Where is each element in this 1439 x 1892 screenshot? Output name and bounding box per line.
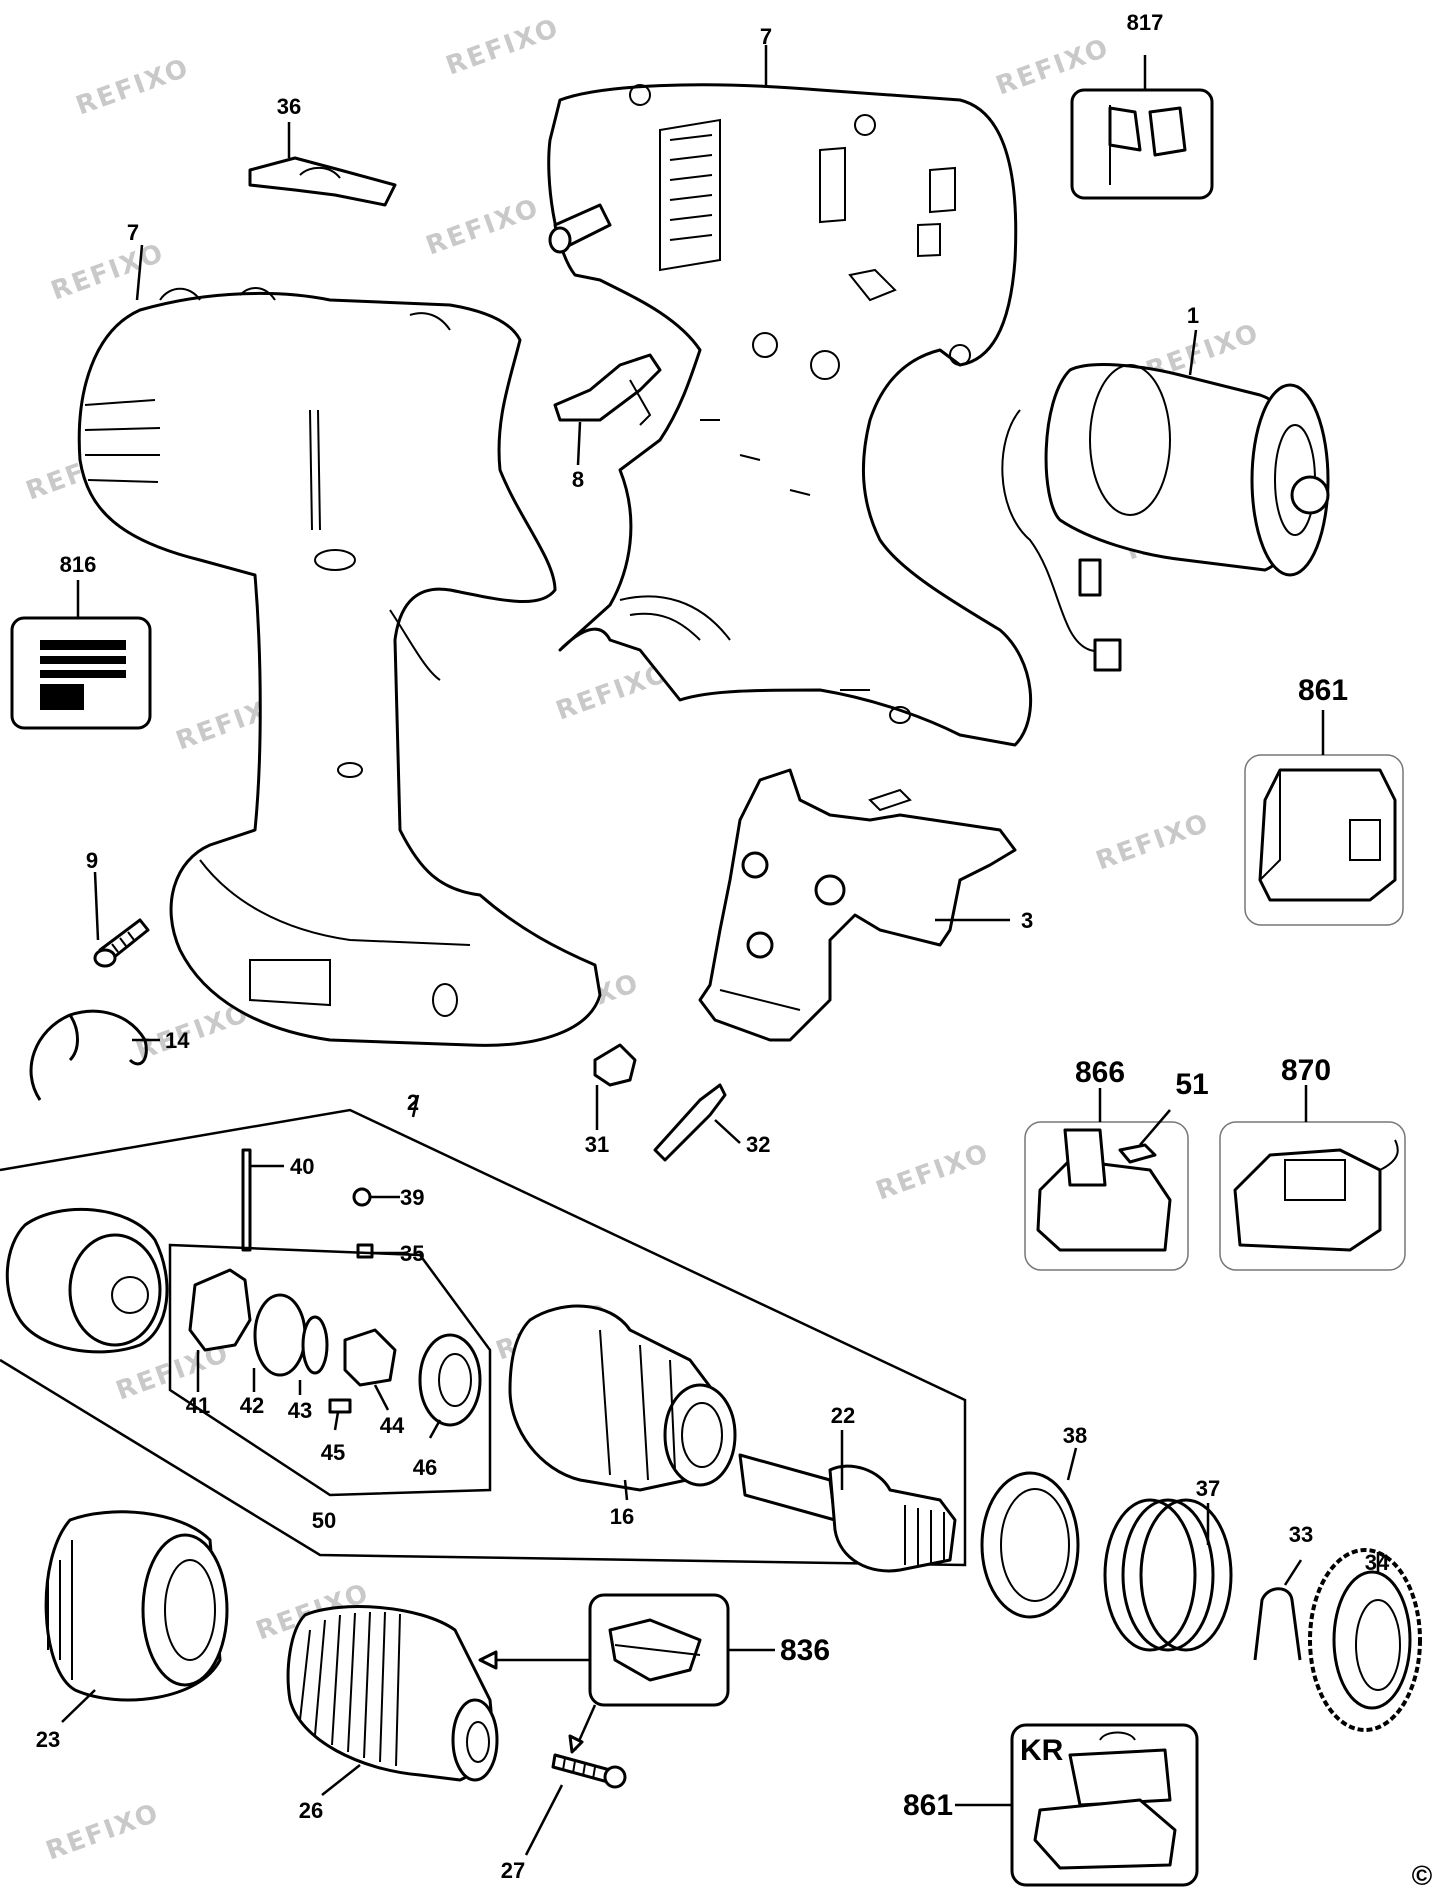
part-label: 34 (1365, 1550, 1390, 1575)
rod-40 (241, 1148, 252, 1252)
watermark: REFIXO (72, 53, 194, 122)
clip-31 (593, 1043, 637, 1087)
watermark: REFIXO (42, 1798, 164, 1867)
part-label: 44 (380, 1413, 405, 1438)
part-label: 46 (413, 1455, 437, 1480)
part-label: 45 (321, 1440, 345, 1465)
part-label: 3 (1021, 908, 1033, 933)
part-label: 817 (1127, 10, 1164, 35)
motor-1 (1001, 363, 1330, 672)
part-label: 870 (1281, 1054, 1331, 1087)
screw-9 (93, 918, 150, 968)
spring-clip-14 (29, 1009, 148, 1101)
part-label: 50 (312, 1508, 336, 1533)
watermark: REFIXO (442, 13, 564, 82)
subassembly-box-50 (168, 1243, 492, 1497)
part-label: 51 (1175, 1068, 1208, 1101)
part-label: 31 (585, 1132, 609, 1157)
part-label: 836 (780, 1634, 830, 1667)
brush-51 (1118, 1109, 1171, 1164)
gearbox-group-outline (0, 1108, 967, 1567)
part-label: 2 (407, 1090, 419, 1115)
part-label: 14 (165, 1028, 190, 1053)
ring-38 (980, 1471, 1080, 1619)
watermark: REFIXO (47, 238, 169, 307)
bit-32 (653, 1083, 727, 1162)
watermark: REFIXO (1092, 808, 1214, 877)
part-label: 22 (831, 1403, 855, 1428)
part-label: 37 (1196, 1476, 1220, 1501)
battery-box-866 (1024, 1088, 1189, 1271)
part-label: 7 (127, 220, 139, 245)
charger-box-870 (1219, 1085, 1406, 1271)
spring-37 (1103, 1498, 1233, 1652)
box-836 (478, 1593, 775, 1707)
copyright-mark: © (1412, 1860, 1433, 1891)
label-box-817 (1070, 55, 1214, 200)
watermark: REFIXO (422, 193, 544, 262)
leader-lines (61, 45, 1380, 1856)
collar-23 (44, 1510, 229, 1702)
case-box-861 (1244, 710, 1404, 926)
part-label: 1 (1187, 303, 1199, 328)
part-label: 36 (277, 94, 301, 119)
wire-33 (1253, 1587, 1302, 1661)
part-label: KR (1020, 1734, 1064, 1767)
button-8 (553, 353, 662, 426)
ball-39 (352, 1187, 372, 1207)
part-label: 42 (240, 1393, 264, 1418)
left-housing-part (77, 287, 602, 1047)
gear-stage-left (5, 1207, 169, 1354)
right-housing-part (547, 83, 1033, 747)
part-label: 16 (610, 1504, 634, 1529)
part-label: 866 (1075, 1056, 1125, 1089)
part-label: 35 (400, 1241, 424, 1266)
chuck-26 (286, 1605, 499, 1782)
switch-3 (698, 768, 1017, 1042)
part-label: 27 (501, 1858, 525, 1883)
part-labels: 7 7 817 36 1 8 816 861 3 9 14 866 51 870… (36, 10, 1390, 1883)
label-box-816 (10, 580, 152, 730)
part-label: 7 (760, 24, 772, 49)
screw-27 (551, 1704, 627, 1789)
part-label: 33 (1289, 1522, 1313, 1547)
part-label: 861 (903, 1789, 953, 1822)
switch-cover-36 (248, 156, 397, 207)
gear-34 (1308, 1548, 1422, 1732)
part-label: 40 (290, 1154, 314, 1179)
case-box-861-kr (955, 1723, 1199, 1887)
part-label: 43 (288, 1398, 312, 1423)
part-label: 41 (186, 1393, 210, 1418)
part-label: 8 (572, 467, 584, 492)
part-label: 38 (1063, 1423, 1087, 1448)
part-label: 39 (400, 1185, 424, 1210)
part-label: 32 (746, 1132, 770, 1157)
part-label: 816 (60, 552, 97, 577)
pin-35 (356, 1243, 374, 1259)
watermark: REFIXO (872, 1138, 994, 1207)
gear-case-16 (508, 1304, 737, 1492)
part-label: 23 (36, 1727, 60, 1752)
part-label: 26 (299, 1798, 323, 1823)
part-label: 9 (86, 848, 98, 873)
spindle-22 (738, 1453, 957, 1573)
part-label: 861 (1298, 674, 1348, 707)
